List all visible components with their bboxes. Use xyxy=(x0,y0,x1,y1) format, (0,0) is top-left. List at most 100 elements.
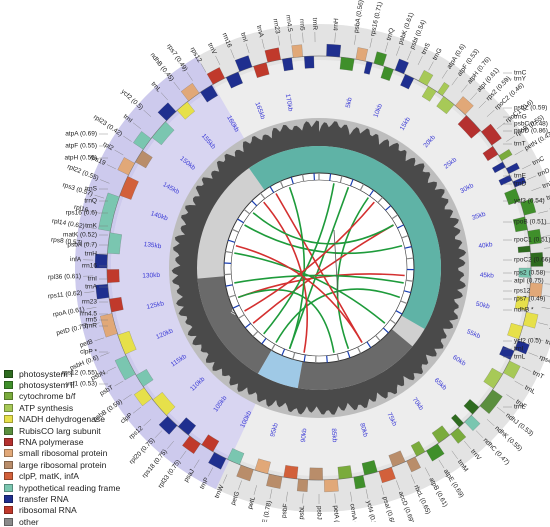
legend-label: large ribosomal protein xyxy=(19,460,106,470)
gene-label: trnH xyxy=(332,18,340,31)
gene-label-left: rrn23 xyxy=(82,299,98,306)
kb-tick-label: 85kb xyxy=(330,428,338,443)
gene-label-left: trnS xyxy=(85,186,98,193)
repeat-tick xyxy=(407,258,414,259)
gene-label: trnR xyxy=(311,18,318,31)
gene-label: psbJ xyxy=(315,506,322,520)
repeat-tick xyxy=(327,356,328,363)
repeat-tick xyxy=(330,174,331,181)
legend-item: NADH dehydrogenase xyxy=(4,414,164,425)
legend-label: clpP, matK, infA xyxy=(19,471,79,481)
gene-label: ndhB (0.45) xyxy=(149,52,175,83)
gene-label-right: rpoC2 (0.66) xyxy=(514,257,550,264)
legend-label: photosystem I xyxy=(19,369,73,379)
gene-block xyxy=(292,45,303,58)
gene-label-right: trnG xyxy=(514,114,527,121)
gene-label: atpE (0.69) xyxy=(442,468,465,499)
legend-item: hypothetical reading frame xyxy=(4,482,164,493)
gene-label-right: trnL xyxy=(514,404,526,411)
gene-label-right: psbC (0.48) xyxy=(514,121,548,128)
gene-label-left: trnA xyxy=(85,284,98,291)
gene-label-right: trnI xyxy=(514,346,524,353)
gene-label: rps7 (0.49) xyxy=(165,43,188,73)
gene-label-right: rps7 (0.49) xyxy=(514,296,545,303)
legend-item: clpP, matK, infA xyxy=(4,471,164,482)
legend-label: RNA polymerase xyxy=(19,437,83,447)
legend-label: NADH dehydrogenase xyxy=(19,414,105,424)
kb-tick-label: 45kb xyxy=(480,272,495,280)
gene-label-left: rrn16 xyxy=(82,263,98,270)
gene-label-left: psbA (0.7) xyxy=(67,242,97,249)
legend-item: ribosomal RNA xyxy=(4,505,164,516)
gene-label-left: rps16 (0.6) xyxy=(66,210,97,217)
legend-swatch xyxy=(4,449,13,457)
gene-label-right: atpI (0.75) xyxy=(514,278,544,285)
gene-label-right: ycf2 (0.5) xyxy=(514,338,541,345)
legend-label: small ribosomal protein xyxy=(19,448,107,458)
legend-swatch xyxy=(4,484,13,492)
gene-label: atpB (0.61) xyxy=(427,477,448,509)
gene-label-right: rps2 (0.58) xyxy=(514,270,545,277)
legend-swatch xyxy=(4,370,13,378)
gene-label-right: trnT xyxy=(514,141,526,148)
legend-swatch xyxy=(4,415,13,423)
gene-block xyxy=(340,57,354,71)
legend-item: ATP synthesis xyxy=(4,402,164,413)
legend-item: cytochrome b/f xyxy=(4,391,164,402)
gene-block xyxy=(284,465,298,479)
gene-label: infA xyxy=(70,256,82,263)
gene-label-left: trnQ xyxy=(84,198,97,205)
gene-label: psbL xyxy=(298,505,306,520)
gene-block xyxy=(282,58,293,71)
legend-label: cytochrome b/f xyxy=(19,391,75,401)
kb-tick-label: 90kb xyxy=(300,428,308,443)
gene-label-right: psbD (0.86) xyxy=(514,128,548,135)
gene-label-right: trnE xyxy=(514,173,527,180)
legend-swatch xyxy=(4,392,13,400)
gene-label: psbF xyxy=(281,503,290,518)
legend-item: transfer RNA xyxy=(4,493,164,504)
gene-label-right: ycf3 (0.54) xyxy=(514,198,545,205)
legend-swatch xyxy=(4,438,13,446)
gene-label: rbcL (0.65) xyxy=(412,484,431,515)
legend-label: photosystem II xyxy=(19,380,75,390)
legend-item: small ribosomal protein xyxy=(4,448,164,459)
gene-block xyxy=(338,466,352,480)
gene-label-left: atpA (0.69) xyxy=(65,131,97,138)
gene-block xyxy=(518,246,530,253)
gene-block xyxy=(109,297,123,312)
legend-label: ATP synthesis xyxy=(19,403,73,413)
legend-item: RubisCO larg subunit xyxy=(4,425,164,436)
gene-label-left: trnK xyxy=(85,223,98,230)
legend-swatch xyxy=(4,404,13,412)
gene-block xyxy=(108,233,122,254)
gene-block xyxy=(107,269,119,282)
gene-label-left: matK (0.52) xyxy=(63,232,97,239)
gene-label-right: psbZ (0.59) xyxy=(514,105,547,112)
gene-block xyxy=(326,44,340,57)
gene-label-left: trnH xyxy=(85,251,98,258)
legend-item: photosystem II xyxy=(4,379,164,390)
gene-label-left: trnR xyxy=(85,323,98,330)
gene-label-right: rpoC1 (0.51) xyxy=(514,237,550,244)
gene-label-left: atpF (0.55) xyxy=(65,143,97,150)
gene-label: ycf2 (0.5) xyxy=(120,88,145,111)
legend-item: photosystem I xyxy=(4,368,164,379)
gene-block xyxy=(96,284,109,299)
legend-label: transfer RNA xyxy=(19,494,69,504)
legend-label: RubisCO larg subunit xyxy=(19,426,101,436)
legend-swatch xyxy=(4,461,13,469)
legend-swatch xyxy=(4,472,13,480)
gene-block xyxy=(297,479,308,492)
gene-label-right: rps12 xyxy=(514,288,531,295)
kb-tick-label: 130kb xyxy=(142,272,160,280)
gene-label-right: trnD xyxy=(514,181,527,188)
gene-label-left: trnI xyxy=(88,276,98,283)
legend-label: ribosomal RNA xyxy=(19,505,77,515)
gene-block xyxy=(309,468,322,480)
gene-label: rps16 (0.71) xyxy=(369,1,384,37)
legend-swatch xyxy=(4,381,13,389)
gene-label: rrn5 xyxy=(298,19,306,31)
gene-label-left: clpP * xyxy=(80,349,97,356)
